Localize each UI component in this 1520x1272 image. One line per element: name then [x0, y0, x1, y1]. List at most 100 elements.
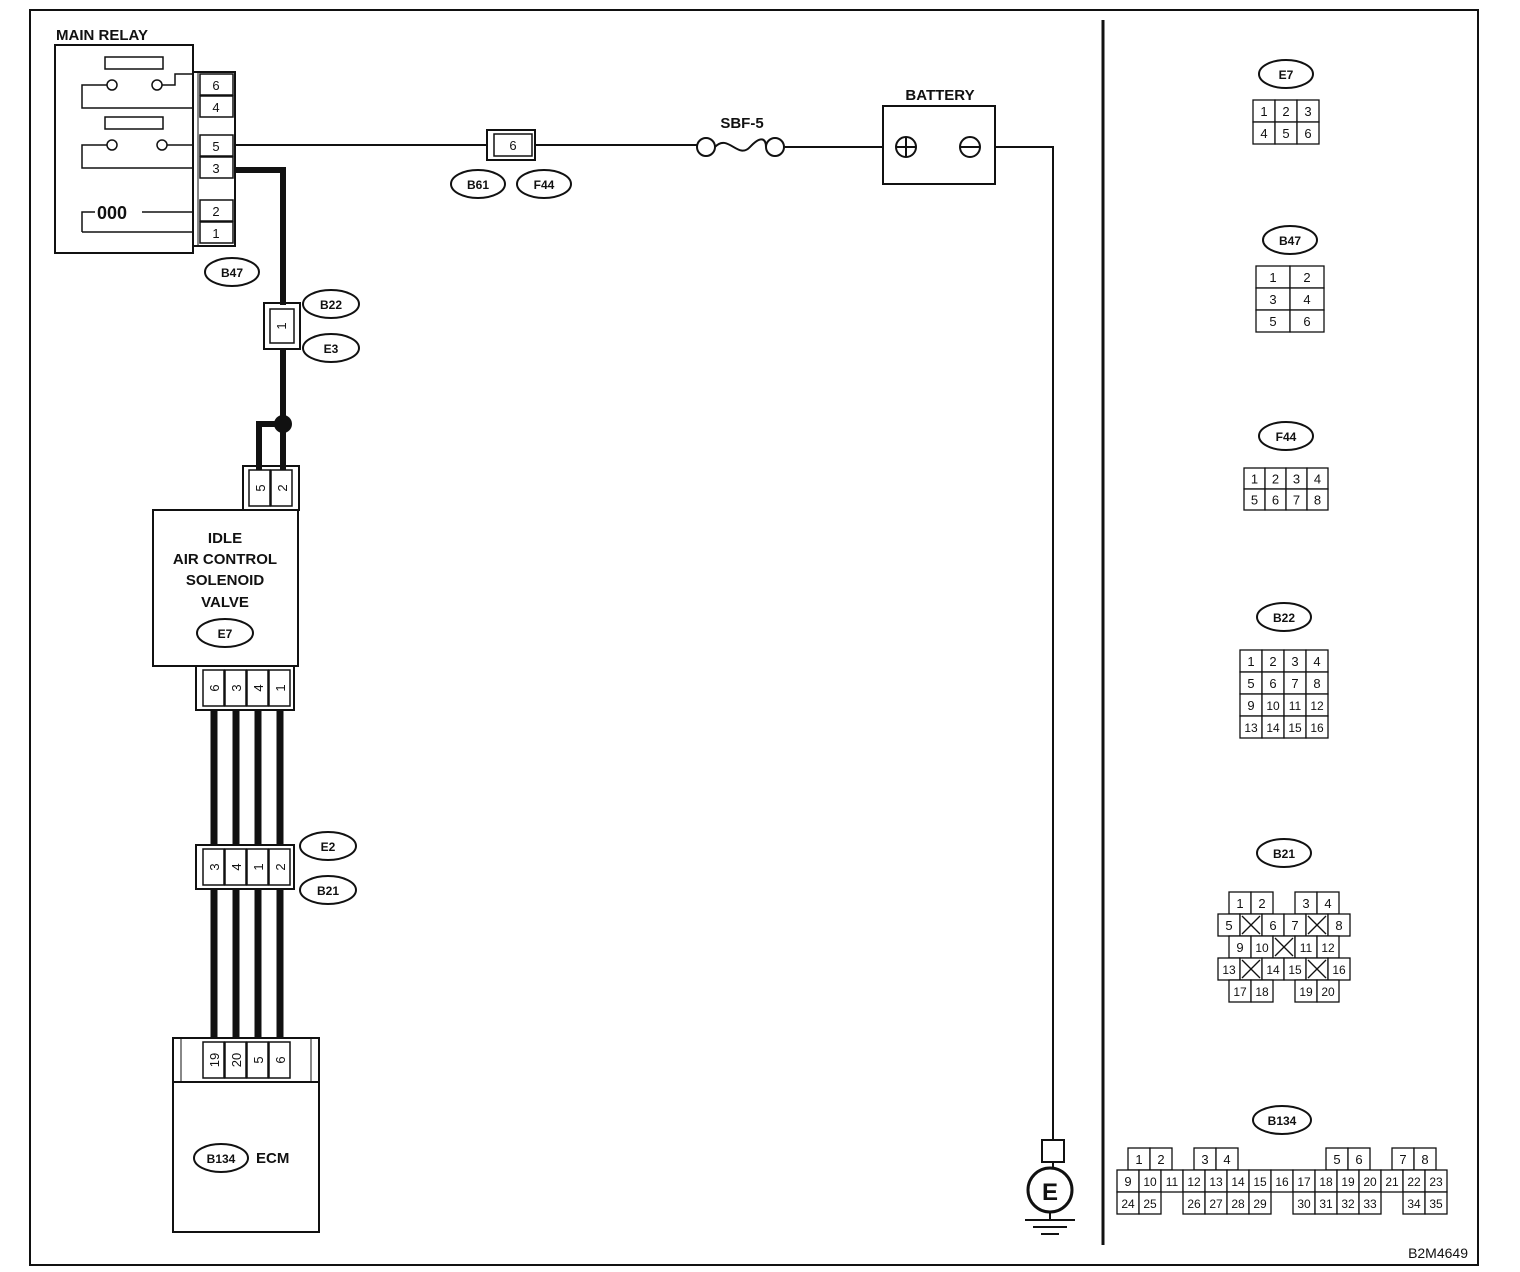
legend-pin-number: 4 [1324, 896, 1331, 911]
legend-pin-number: 3 [1293, 472, 1300, 487]
legend-pin-number: 2 [1303, 270, 1310, 285]
legend-pin-number: 12 [1321, 941, 1335, 955]
legend-pin-number: 18 [1319, 1175, 1333, 1189]
legend-pin-number: 23 [1429, 1175, 1443, 1189]
iacv-label-line: VALVE [201, 594, 249, 611]
legend-pin-cell [1306, 488, 1329, 511]
harness-wires [210, 710, 284, 1040]
connector-b21-label: B21 [317, 884, 339, 898]
legend-pin-number: 5 [1225, 918, 1232, 933]
legend-pin-number: 6 [1304, 126, 1311, 141]
legend-pin-number: 4 [1314, 472, 1321, 487]
legend-pin-number: 6 [1303, 314, 1310, 329]
legend-pin-number: 1 [1247, 654, 1254, 669]
iacv-bottom-pin: 6 [207, 684, 222, 691]
fuse-label: SBF-5 [720, 115, 763, 132]
legend-pin-number: 2 [1157, 1152, 1164, 1167]
battery: BATTERY [882, 87, 996, 185]
legend-pin-number: 16 [1332, 963, 1346, 977]
legend-pin-number: 15 [1288, 721, 1302, 735]
e2-pin: 3 [207, 863, 222, 870]
legend-pin-number: 4 [1303, 292, 1310, 307]
legend-pin-number: 34 [1407, 1197, 1421, 1211]
legend-pin-number: 3 [1302, 896, 1309, 911]
connector-e7-label: E7 [218, 627, 233, 641]
legend-pin-number: 2 [1269, 654, 1276, 669]
legend-pin-number: 10 [1143, 1175, 1157, 1189]
legend-pin-number: 33 [1363, 1197, 1377, 1211]
legend-pin-number: 9 [1236, 940, 1243, 955]
ground-label: E [1042, 1179, 1058, 1206]
relay-pin: 5 [212, 139, 219, 154]
legend-title-f44: F44 [1276, 430, 1297, 444]
legend-pin-number: 16 [1275, 1175, 1289, 1189]
connector-b134-label: B134 [207, 1152, 236, 1166]
legend-pin-number: 15 [1253, 1175, 1267, 1189]
legend-pin-number: 8 [1313, 676, 1320, 691]
legend-pin-number: 6 [1269, 676, 1276, 691]
legend-pin-number: 5 [1333, 1152, 1340, 1167]
legend-pin-number: 8 [1335, 918, 1342, 933]
connector-b22-label: B22 [320, 298, 342, 312]
legend-pin-cell [1248, 1191, 1272, 1215]
iacv-label-line: SOLENOID [186, 572, 265, 589]
legend-pin-number: 7 [1291, 918, 1298, 933]
legend-pin-number: 1 [1135, 1152, 1142, 1167]
legend-pin-number: 16 [1310, 721, 1324, 735]
legend-pin-number: 9 [1247, 698, 1254, 713]
ecm-pin: 5 [251, 1056, 266, 1063]
legend-pin-number: 10 [1255, 941, 1269, 955]
legend-pin-number: 17 [1233, 985, 1247, 999]
relay-pin: 6 [212, 78, 219, 93]
legend-pin-number: 29 [1253, 1197, 1267, 1211]
legend-pin-cell [1138, 1191, 1162, 1215]
legend-pin-number: 6 [1272, 493, 1279, 508]
connector-b47-label: B47 [221, 266, 243, 280]
legend-pin-number: 19 [1341, 1175, 1355, 1189]
legend-pin-number: 3 [1269, 292, 1276, 307]
legend-pin-number: 35 [1429, 1197, 1443, 1211]
legend-pin-number: 8 [1314, 493, 1321, 508]
connector-b61-label: B61 [467, 178, 489, 192]
main-relay-label: MAIN RELAY [56, 27, 148, 44]
connector-f44-label: F44 [534, 178, 555, 192]
legend-pin-number: 10 [1266, 699, 1280, 713]
battery-label: BATTERY [905, 87, 974, 104]
legend-pin-cell [1316, 979, 1340, 1003]
legend-pin-number: 2 [1282, 104, 1289, 119]
legend-pin-number: 8 [1421, 1152, 1428, 1167]
legend-pin-number: 20 [1363, 1175, 1377, 1189]
iacv-top-pin: 5 [253, 484, 268, 491]
e2-pin: 1 [251, 863, 266, 870]
legend-pin-cell [1358, 1191, 1382, 1215]
svg-text:000: 000 [97, 203, 127, 223]
legend-pin-number: 1 [1260, 104, 1267, 119]
ecm-label: ECM [256, 1150, 289, 1167]
legend-pin-number: 1 [1236, 896, 1243, 911]
connector-e3-label: E3 [324, 342, 339, 356]
iacv-bottom-pin: 3 [229, 684, 244, 691]
diagram-frame [29, 9, 1479, 1266]
legend-pin-number: 2 [1258, 896, 1265, 911]
legend-pin-number: 28 [1231, 1197, 1245, 1211]
legend-pin-cell [1305, 715, 1329, 739]
legend-pin-number: 22 [1407, 1175, 1421, 1189]
relay-pin: 1 [212, 226, 219, 241]
legend-title-b134: B134 [1268, 1114, 1297, 1128]
legend-pin-number: 5 [1282, 126, 1289, 141]
e2-pin: 2 [273, 863, 288, 870]
legend-pin-cell [1289, 309, 1325, 333]
legend-pin-number: 17 [1297, 1175, 1311, 1189]
legend-pin-number: 14 [1266, 721, 1280, 735]
legend-pin-number: 20 [1321, 985, 1335, 999]
ecm: 19 20 5 6 B134 ECM [172, 1037, 320, 1233]
iacv-label-line: IDLE [208, 530, 242, 547]
iacv-top-pin: 2 [275, 484, 290, 491]
legend-pin-cell [1250, 979, 1274, 1003]
legend-pin-number: 21 [1385, 1175, 1399, 1189]
